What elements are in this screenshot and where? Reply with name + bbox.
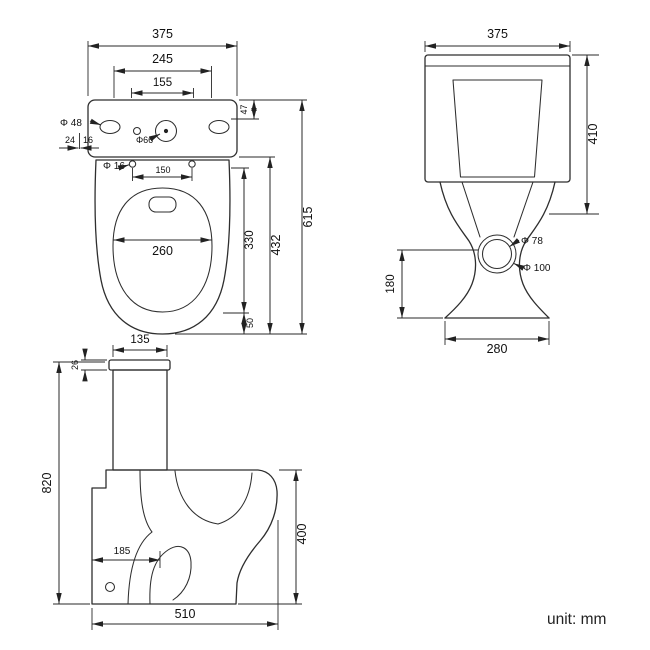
- side-outlet-hole: [104, 581, 116, 593]
- dim-label-front-dia78: Φ 78: [521, 236, 543, 247]
- side-bowl-inner-back: [174, 470, 219, 525]
- dim-label-plan-16: 16: [83, 135, 93, 145]
- dim-label-plan-155: 155: [153, 77, 172, 89]
- plan-left-hole: [99, 119, 121, 135]
- side-tank-lid: [108, 359, 171, 371]
- dim-label-side-510: 510: [175, 607, 196, 621]
- dim-label-plan-47: 47: [239, 104, 249, 114]
- dim-label-plan-50: 50: [245, 318, 255, 328]
- dim-label-front-280: 280: [487, 342, 508, 356]
- plan-small-hole: [132, 126, 142, 136]
- side-trap-back: [127, 469, 153, 605]
- plan-seat-opening: [112, 187, 213, 313]
- dim-label-plan-dia16: Φ 16: [103, 161, 125, 172]
- front-bowl-left: [439, 181, 477, 319]
- dim-label-side-185: 185: [114, 546, 131, 557]
- dim-label-plan-dia48: Φ 48: [60, 118, 82, 129]
- side-tank-body: [112, 369, 168, 471]
- side-view: 135 26 820 185 400 510: [40, 334, 309, 630]
- front-view: 375 410 Φ 78 Φ 100 180 280: [385, 27, 600, 356]
- dim-label-plan-150: 150: [155, 165, 170, 175]
- front-tank-panel: [452, 79, 543, 178]
- front-bowl-right: [518, 181, 556, 319]
- dim-label-plan-432: 432: [269, 235, 283, 256]
- dim-label-plan-375: 375: [152, 27, 173, 41]
- dim-label-side-26: 26: [70, 360, 80, 370]
- dim-label-side-820: 820: [40, 473, 54, 494]
- dim-label-side-135: 135: [130, 334, 149, 346]
- dim-label-side-400: 400: [295, 524, 309, 545]
- side-pan-outline: [91, 469, 278, 605]
- side-bowl-inner-front: [217, 472, 253, 525]
- dim-label-plan-dia66: Φ66: [136, 135, 153, 145]
- dim-label-front-410: 410: [586, 124, 600, 145]
- unit-note: unit: mm: [547, 611, 606, 628]
- plan-flush-inlet: [148, 196, 177, 213]
- plan-tank-top: [87, 99, 238, 158]
- dim-label-plan-260: 260: [152, 244, 173, 258]
- dim-label-front-375: 375: [487, 27, 508, 41]
- plan-bowl-outline: [94, 159, 231, 335]
- front-funnel-right: [513, 181, 534, 238]
- front-funnel-left: [461, 181, 481, 238]
- plan-seat-hole-right: [188, 160, 196, 168]
- side-trap-loop: [149, 546, 192, 605]
- dim-label-plan-24: 24: [65, 135, 75, 145]
- plan-right-hole: [208, 119, 230, 135]
- dim-label-plan-330: 330: [244, 230, 256, 249]
- front-tank: [424, 54, 571, 183]
- dim-label-front-dia100: Φ 100: [523, 263, 551, 274]
- dim-label-front-180: 180: [385, 274, 397, 293]
- plan-flush-button-center: [163, 128, 169, 134]
- dim-label-plan-245: 245: [152, 52, 173, 66]
- plan-seat-hole-left: [128, 160, 137, 168]
- plan-flush-button: [154, 119, 178, 143]
- plan-view: 375 245 155 47 Φ 48 24 16 Φ66 Φ 16: [59, 27, 315, 335]
- front-outlet-outer: [477, 234, 517, 274]
- dim-label-plan-615: 615: [301, 207, 315, 228]
- front-outlet-inner: [481, 238, 513, 270]
